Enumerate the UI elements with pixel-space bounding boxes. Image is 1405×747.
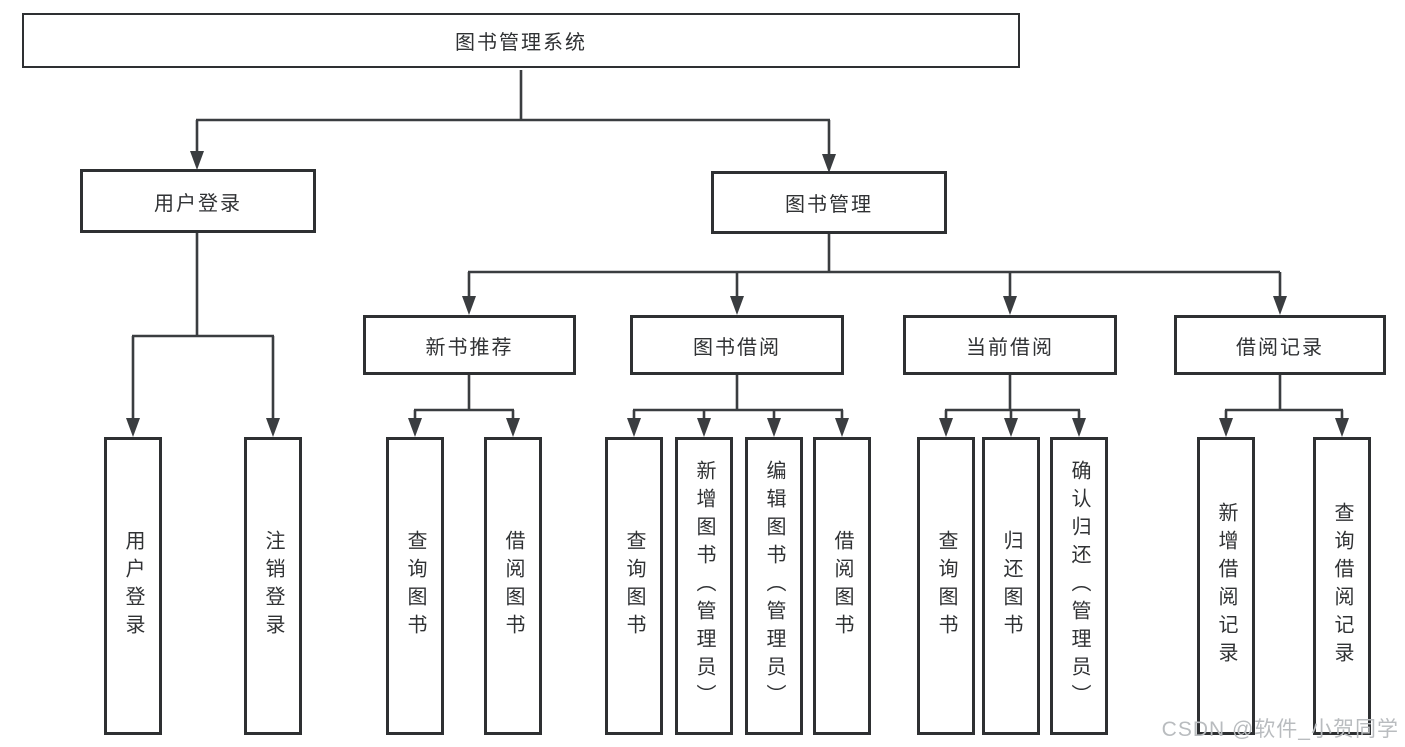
- leaf-label: 确认归还（管理员）: [1068, 460, 1090, 712]
- leaf-label: 查询图书: [404, 530, 426, 642]
- leaf-confirm-return-admin: 确认归还（管理员）: [1050, 437, 1108, 735]
- node-book-borrowing: 图书借阅: [630, 315, 844, 375]
- leaf-return-book: 归还图书: [982, 437, 1040, 735]
- node-library-system: 图书管理系统: [22, 13, 1020, 68]
- leaf-label: 编辑图书（管理员）: [763, 460, 785, 712]
- leaf-borrow-books-recommend: 借阅图书: [484, 437, 542, 735]
- leaf-query-books-current: 查询图书: [917, 437, 975, 735]
- leaf-user-login: 用户登录: [104, 437, 162, 735]
- leaf-label: 查询借阅记录: [1331, 502, 1353, 670]
- watermark: CSDN @软件_小贺同学: [1161, 718, 1399, 741]
- leaf-label: 借阅图书: [502, 530, 524, 642]
- leaf-label: 新增图书（管理员）: [693, 460, 715, 712]
- leaf-label: 用户登录: [122, 530, 144, 642]
- leaf-query-books-recommend: 查询图书: [386, 437, 444, 735]
- leaf-query-books-borrowing: 查询图书: [605, 437, 663, 735]
- leaf-label: 查询图书: [623, 530, 645, 642]
- leaf-edit-book-admin: 编辑图书（管理员）: [745, 437, 803, 735]
- node-book-management: 图书管理: [711, 171, 947, 234]
- leaf-logout: 注销登录: [244, 437, 302, 735]
- leaf-label: 查询图书: [935, 530, 957, 642]
- connector-segments: [131, 70, 1344, 420]
- leaf-query-borrowing-record: 查询借阅记录: [1313, 437, 1371, 735]
- node-user-login: 用户登录: [80, 169, 316, 233]
- leaf-label: 归还图书: [1000, 530, 1022, 642]
- node-new-book-recommendation: 新书推荐: [363, 315, 576, 375]
- leaf-label: 借阅图书: [831, 530, 853, 642]
- node-borrowing-records: 借阅记录: [1174, 315, 1386, 375]
- leaf-label: 注销登录: [262, 530, 284, 642]
- leaf-add-book-admin: 新增图书（管理员）: [675, 437, 733, 735]
- leaf-borrow-books-borrowing: 借阅图书: [813, 437, 871, 735]
- node-current-borrowing: 当前借阅: [903, 315, 1117, 375]
- leaf-add-borrowing-record: 新增借阅记录: [1197, 437, 1255, 735]
- leaf-label: 新增借阅记录: [1215, 502, 1237, 670]
